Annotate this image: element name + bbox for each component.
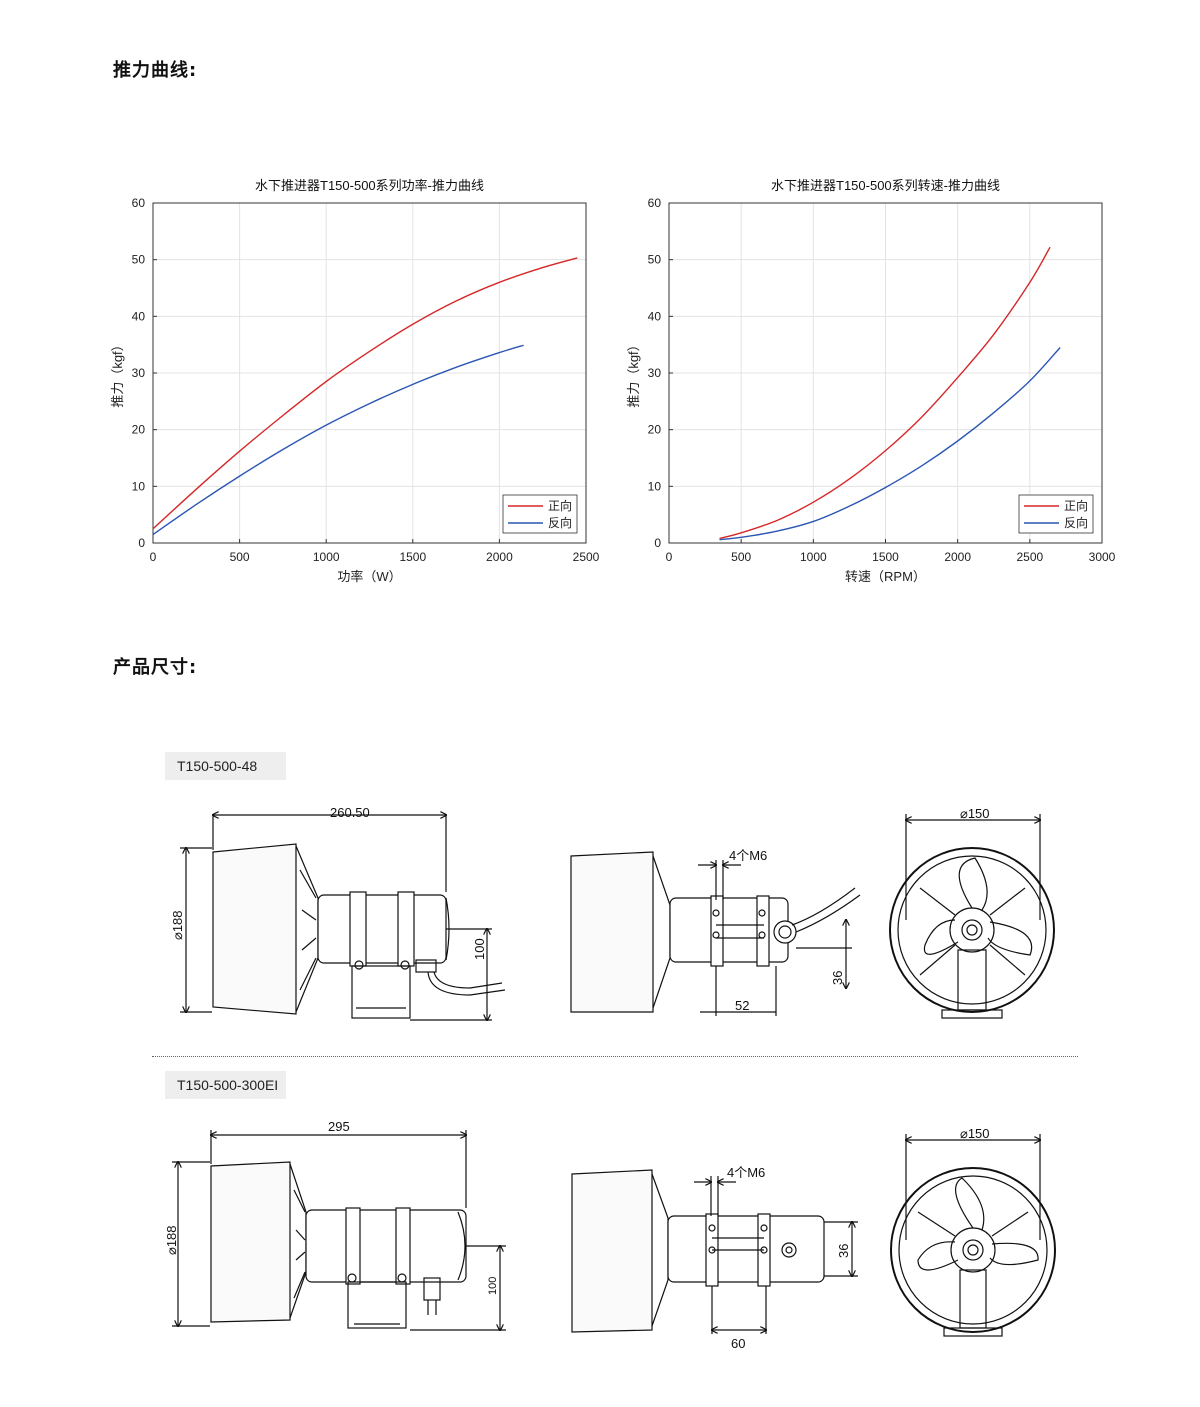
dim-diameter-front-1: ⌀150 [960, 806, 990, 821]
dim-hole-spacing-2: 60 [731, 1336, 745, 1351]
y-tick-label: 0 [654, 536, 661, 550]
x-tick-label: 0 [150, 550, 157, 564]
x-tick-label: 1000 [313, 550, 340, 564]
series-line-forward [152, 257, 578, 530]
dim-length-1: 260.50 [330, 805, 370, 820]
side-view-1 [212, 843, 506, 1019]
x-tick-label: 1000 [800, 550, 827, 564]
x-tick-label: 3000 [1089, 550, 1116, 564]
dim-height-1: 100 [472, 938, 487, 960]
y-tick-label: 10 [132, 479, 146, 493]
series-line-forward [719, 246, 1051, 540]
model-1-drawings: 260.50 ⌀188 100 4个M6 52 36 ⌀150 [170, 805, 1055, 1050]
y-tick-label: 50 [648, 253, 662, 267]
dim-mount-holes-1: 4个M6 [729, 848, 767, 863]
y-tick-label: 40 [132, 309, 146, 323]
dim-diameter-side-2: ⌀188 [164, 1225, 179, 1255]
x-tick-label: 500 [230, 550, 250, 564]
x-axis-label: 功率（W） [337, 569, 401, 584]
chart-title: 水下推进器T150-500系列转速-推力曲线 [771, 178, 1000, 193]
legend-label: 正向 [548, 498, 572, 513]
x-tick-label: 1500 [872, 550, 899, 564]
y-tick-label: 10 [648, 479, 662, 493]
legend-label: 反向 [548, 515, 572, 530]
y-tick-label: 60 [648, 196, 662, 210]
x-tick-label: 2000 [944, 550, 971, 564]
section-divider [152, 1056, 1078, 1057]
x-tick-label: 500 [731, 550, 751, 564]
y-axis-label: 推力（kgf） [626, 338, 641, 407]
series-line-reverse [719, 347, 1061, 541]
y-tick-label: 60 [132, 196, 146, 210]
dim-length-2: 295 [328, 1119, 350, 1134]
dimensions-title: 产品尺寸: [113, 657, 198, 678]
model-tag-1: T150-500-48 [165, 752, 286, 780]
thrust-curve-title: 推力曲线: [113, 60, 198, 81]
dim-hole-spacing-1: 52 [735, 998, 749, 1013]
x-tick-label: 1500 [399, 550, 426, 564]
y-tick-label: 20 [648, 423, 662, 437]
front-view-2 [890, 1167, 1056, 1337]
y-tick-label: 30 [132, 366, 146, 380]
y-tick-label: 20 [132, 423, 146, 437]
x-tick-label: 2500 [573, 550, 600, 564]
chart-title: 水下推进器T150-500系列功率-推力曲线 [255, 178, 484, 193]
top-view-1 [570, 851, 861, 1013]
series-line-reverse [152, 344, 524, 536]
x-tick-label: 2500 [1016, 550, 1043, 564]
y-tick-label: 30 [648, 366, 662, 380]
y-tick-label: 50 [132, 253, 146, 267]
model-tag-2: T150-500-300EI [165, 1071, 286, 1099]
dim-diameter-side-1: ⌀188 [170, 910, 185, 940]
dim-diameter-front-2: ⌀150 [960, 1126, 990, 1141]
y-axis-label: 推力（kgf） [110, 338, 125, 407]
top-view-2 [571, 1169, 825, 1333]
legend-label: 反向 [1064, 515, 1088, 530]
dim-cable-offset-2: 36 [836, 1244, 851, 1258]
side-view-2 [210, 1161, 467, 1329]
legend-box [1018, 494, 1094, 534]
y-tick-label: 40 [648, 309, 662, 323]
legend-box [502, 494, 578, 534]
x-tick-label: 2000 [486, 550, 513, 564]
y-tick-label: 0 [138, 536, 145, 550]
dim-mount-holes-2: 4个M6 [727, 1165, 765, 1180]
x-axis-label: 转速（RPM） [845, 569, 926, 584]
x-tick-label: 0 [666, 550, 673, 564]
front-view-1 [889, 847, 1055, 1019]
dim-cable-offset-1: 36 [830, 971, 845, 985]
legend-label: 正向 [1064, 498, 1088, 513]
dim-height-2: 100 [487, 1277, 499, 1295]
model-2-drawings: 295 ⌀188 100 4个M6 60 36 ⌀150 [164, 1119, 1056, 1351]
